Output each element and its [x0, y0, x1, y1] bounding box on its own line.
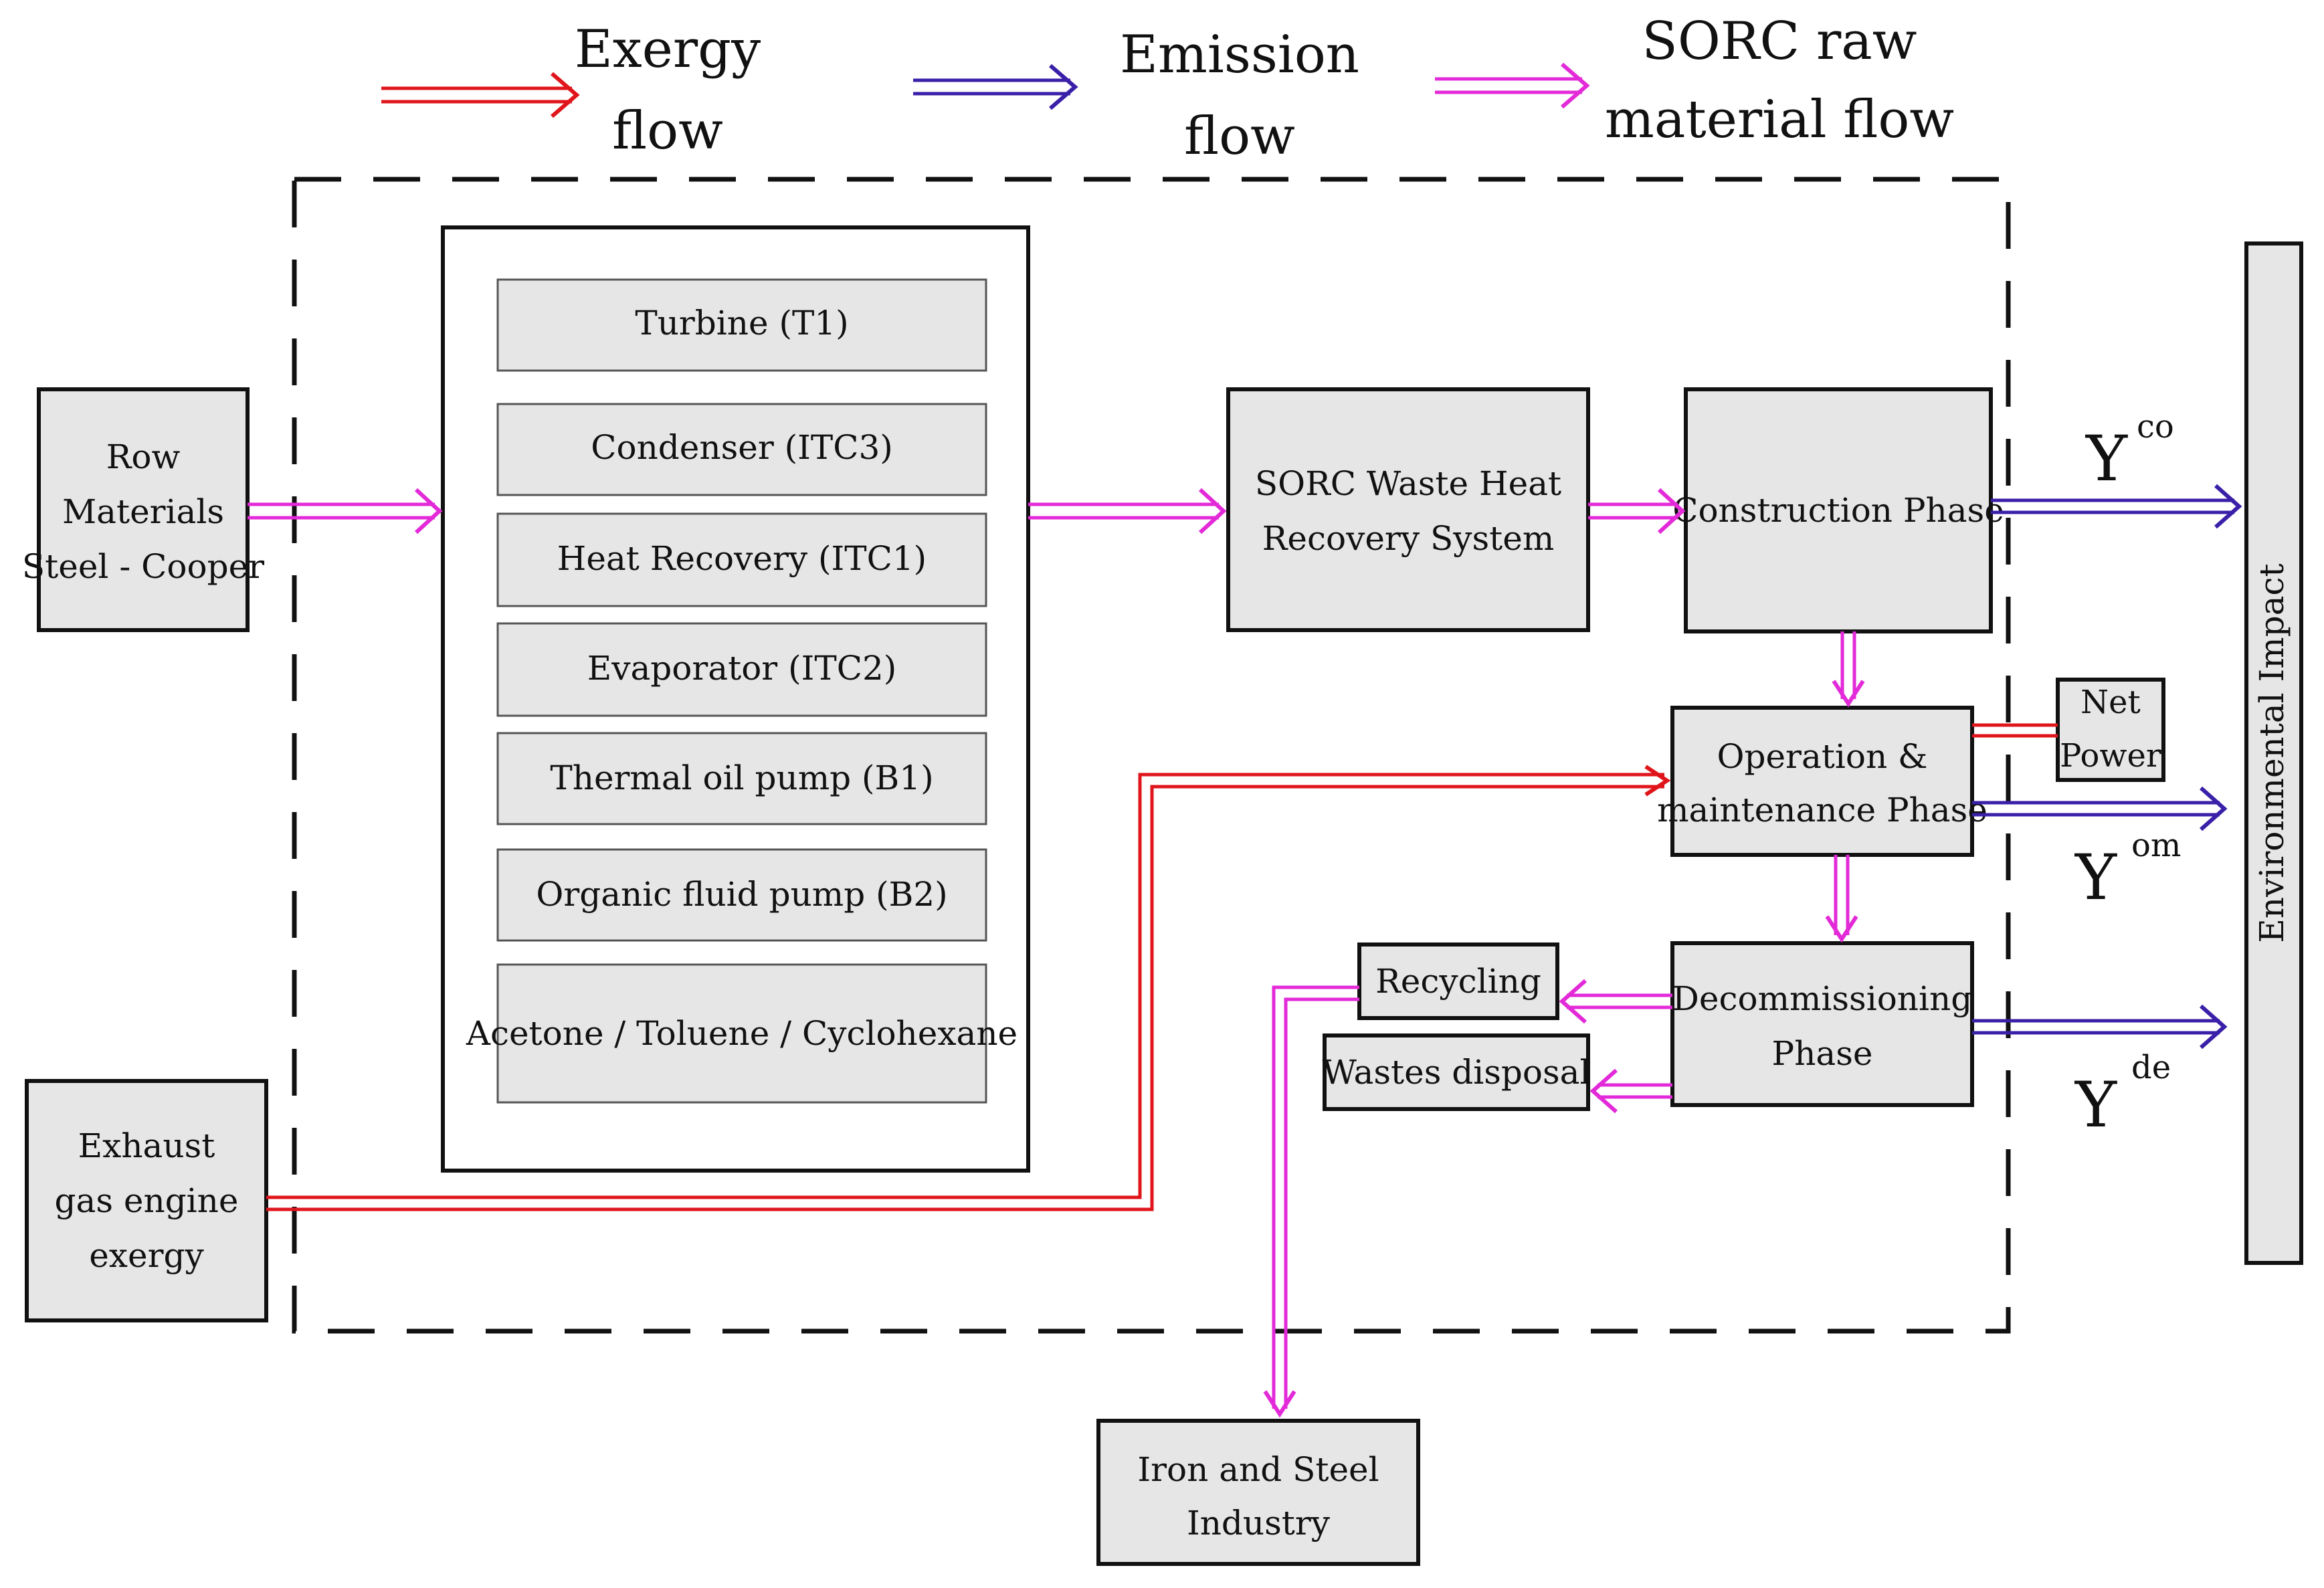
material-flows [248, 488, 1865, 1418]
component-fluids [496, 963, 987, 1104]
exhaust-label-1: Exhaust [78, 1126, 215, 1165]
sorc-system-box [1226, 387, 1590, 632]
legend-material-arrow [1435, 62, 1590, 109]
iron-steel-label-2: Industry [1187, 1504, 1331, 1543]
legend-exergy-label-1: Exergy [575, 19, 761, 80]
environmental-impact-box [2244, 241, 2303, 1265]
legend-emission-label-1: Emission [1120, 25, 1359, 85]
component-label-condenser: Condenser (ITC3) [591, 428, 893, 467]
y-co-label: Y [2085, 423, 2128, 496]
component-condenser [496, 403, 987, 496]
component-heat-recovery [496, 512, 987, 607]
iron-steel-label-1: Iron and Steel [1137, 1450, 1379, 1489]
sorc-system-label-1: SORC Waste Heat [1255, 464, 1561, 503]
component-label-fluids: Acetone / Toluene / Cyclohexane [466, 1014, 1018, 1053]
recycling-label: Recycling [1375, 962, 1541, 1001]
construction-box [1684, 387, 1993, 633]
component-label-thermal-oil-pump: Thermal oil pump (B1) [550, 759, 933, 797]
legend-material-label-1: SORC raw [1642, 11, 1917, 72]
operation-label-2: maintenance Phase [1657, 791, 1988, 829]
emission-flows [1972, 484, 2242, 1050]
component-organic-fluid-pump [496, 848, 987, 942]
decommissioning-label-1: Decommissioning [1672, 979, 1972, 1018]
raw-materials-label-2: Materials [62, 492, 224, 531]
exhaust-label-3: exergy [89, 1236, 204, 1275]
legend-emission-arrow [913, 64, 1078, 110]
component-thermal-oil-pump [496, 732, 987, 825]
operation-box [1670, 706, 1974, 857]
legend-material-label-2: material flow [1605, 90, 1954, 150]
wastes-label: Wastes disposal [1323, 1053, 1591, 1092]
net-power-label-1: Net [2080, 684, 2141, 721]
decommissioning-label-2: Phase [1772, 1034, 1873, 1073]
component-turbine [496, 278, 987, 372]
iron-steel-box [1096, 1419, 1420, 1566]
legend-emission-label-2: flow [1184, 106, 1295, 167]
raw-materials-label-3: Steel - Cooper [22, 547, 264, 586]
sorc-system-label-2: Recovery System [1262, 519, 1554, 558]
exergy-flows [266, 723, 2058, 1211]
exhaust-label-2: gas engine [55, 1181, 239, 1220]
net-power-label-2: Power [2060, 737, 2161, 775]
recycling-box [1357, 942, 1559, 1020]
construction-label: Construction Phase [1672, 491, 2004, 530]
legend: Exergy flow Emission flow SORC raw mater… [381, 11, 1954, 167]
y-om-sup: om [2131, 827, 2181, 864]
y-de-label: Y [2074, 1069, 2117, 1142]
environmental-impact-label: Environmental Impact [2252, 563, 2291, 942]
system-boundary [292, 177, 2011, 1334]
legend-exergy-arrow [381, 72, 580, 118]
wastes-box [1323, 1033, 1590, 1111]
decommissioning-box [1670, 941, 1974, 1107]
net-power-box [2056, 678, 2165, 782]
raw-materials-box [37, 387, 250, 632]
y-co-sup: co [2137, 408, 2174, 445]
component-evaporator [496, 622, 987, 717]
operation-label-1: Operation & [1717, 737, 1927, 776]
output-labels: Y co Y om Y de [2074, 408, 2181, 1142]
components-list: Turbine (T1) Condenser (ITC3) Heat Recov… [466, 278, 1018, 1104]
component-label-heat-recovery: Heat Recovery (ITC1) [557, 539, 927, 578]
raw-materials-label-1: Row [106, 437, 181, 476]
component-label-turbine: Turbine (T1) [635, 304, 848, 342]
component-label-organic-fluid-pump: Organic fluid pump (B2) [536, 875, 947, 914]
y-de-sup: de [2131, 1049, 2171, 1086]
exhaust-box [25, 1079, 268, 1322]
component-label-evaporator: Evaporator (ITC2) [587, 649, 897, 688]
legend-exergy-label-2: flow [612, 101, 723, 161]
y-om-label: Y [2074, 841, 2117, 914]
